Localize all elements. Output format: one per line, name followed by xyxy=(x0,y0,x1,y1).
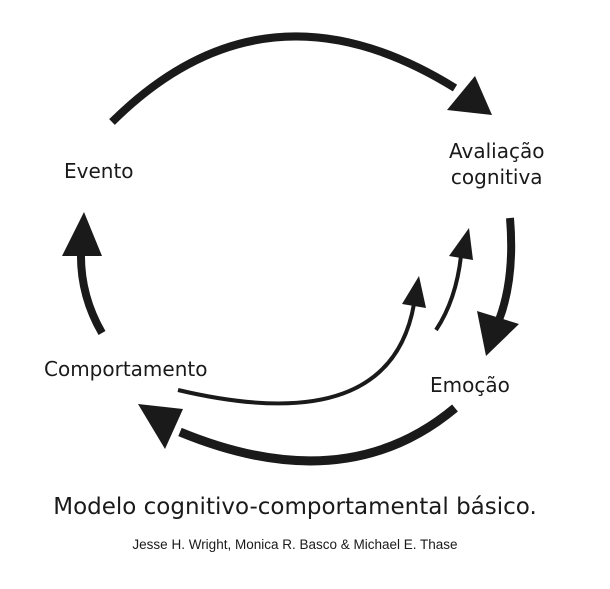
node-evento: Evento xyxy=(64,159,134,183)
node-emocao: Emoção xyxy=(430,373,510,397)
caption-title: Modelo cognitivo-comportamental básico. xyxy=(53,494,537,520)
arrow-avaliacao-to-emocao xyxy=(477,217,519,356)
arrow-comportamento-to-evento xyxy=(62,212,106,336)
arrow-evento-to-avaliacao xyxy=(109,32,492,125)
arrow-comportamento-to-avaliacao xyxy=(177,276,426,406)
cognitive-model-diagram xyxy=(62,32,519,466)
node-comportamento: Comportamento xyxy=(44,357,208,381)
caption-authors: Jesse H. Wright, Monica R. Basco & Micha… xyxy=(132,537,458,552)
node-avaliacao-cognitiva: Avaliação cognitiva xyxy=(449,139,545,189)
arrow-emocao-to-avaliacao xyxy=(434,228,473,332)
arrow-emocao-to-comportamento xyxy=(138,404,458,466)
